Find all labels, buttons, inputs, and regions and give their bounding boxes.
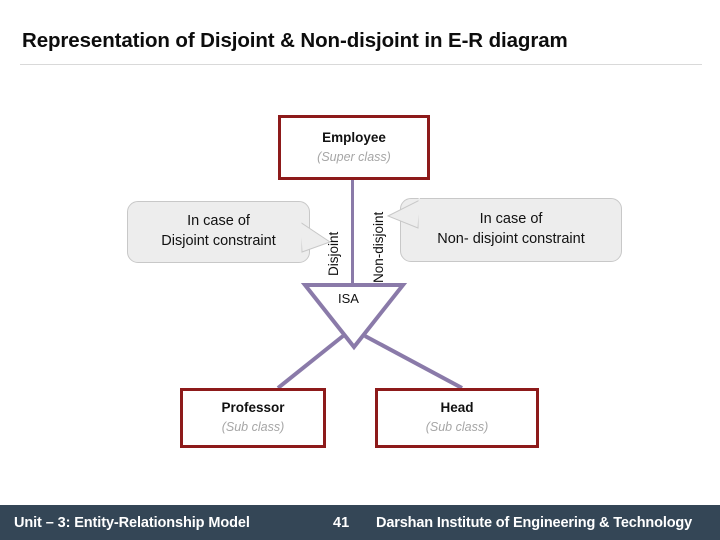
constraint-label-non-disjoint: Non-disjoint (371, 211, 386, 283)
callout-left-tail (300, 222, 332, 254)
entity-role-employee: (Super class) (317, 149, 391, 164)
footer-page-number: 41 (333, 514, 350, 531)
entity-role-head: (Sub class) (425, 420, 489, 435)
entity-box-professor: Professor (Sub class) (180, 388, 326, 448)
isa-generalization-group (276, 283, 463, 390)
title-divider (20, 64, 702, 65)
callout-non-disjoint-constraint: In case of Non- disjoint constraint (400, 198, 622, 262)
callout-left-line2: Disjoint constraint (161, 233, 276, 249)
callout-right-tail (386, 198, 420, 230)
entity-name-head: Head (440, 400, 474, 416)
entity-name-professor: Professor (221, 400, 285, 416)
callout-right-line2: Non- disjoint constraint (437, 231, 585, 247)
entity-name-employee: Employee (322, 129, 386, 145)
connector-employee-to-isa (351, 179, 354, 284)
entity-role-professor: (Sub class) (221, 420, 285, 435)
callout-right-line1: In case of (479, 211, 543, 228)
connector-isa-to-head (364, 334, 463, 390)
callout-left-line1: In case of (187, 213, 250, 230)
isa-triangle (300, 283, 408, 351)
page-title: Representation of Disjoint & Non-disjoin… (22, 29, 568, 52)
footer-organization: Darshan Institute of Engineering & Techn… (376, 514, 693, 531)
slide-footer: Unit – 3: Entity-Relationship Model 41 D… (0, 505, 720, 540)
callout-disjoint-constraint: In case of Disjoint constraint (127, 201, 310, 263)
isa-label: ISA (338, 291, 359, 306)
footer-unit-label: Unit – 3: Entity-Relationship Model (14, 514, 250, 531)
entity-box-employee: Employee (Super class) (278, 115, 430, 180)
connector-isa-to-professor (276, 334, 345, 390)
entity-box-head: Head (Sub class) (375, 388, 539, 448)
